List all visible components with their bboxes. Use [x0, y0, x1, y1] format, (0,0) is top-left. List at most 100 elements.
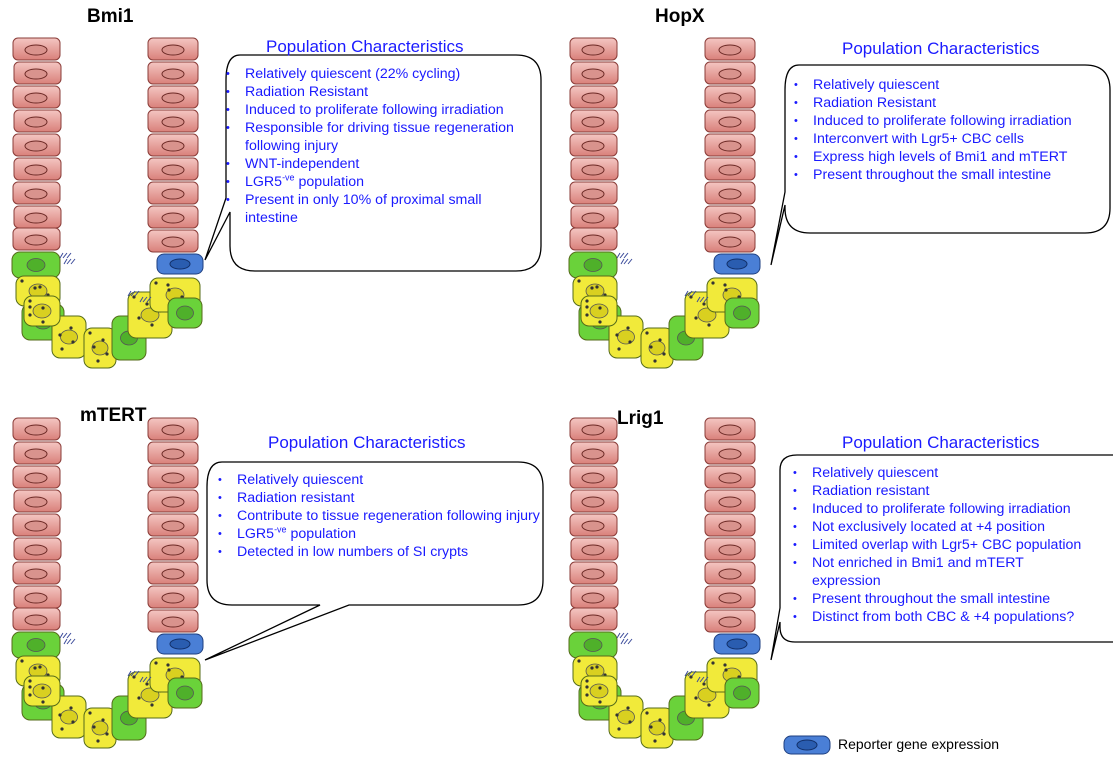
- base-cell: [12, 632, 60, 658]
- epithelial-cell: [13, 182, 60, 204]
- gene-label: Bmi1: [87, 6, 133, 28]
- base-cell: [641, 328, 673, 368]
- list-item: Radiation Resistant: [226, 83, 532, 101]
- epithelial-cell: [148, 586, 198, 608]
- list-item: WNT-independent: [226, 155, 532, 173]
- epithelial-cell: [148, 86, 198, 108]
- list-item: Radiation resistant: [218, 489, 540, 507]
- epithelial-cell: [148, 38, 198, 60]
- reporter-cell: [157, 634, 203, 654]
- list-item: Present in only 10% of proximal small in…: [226, 191, 532, 227]
- epithelial-cell: [148, 62, 198, 84]
- epithelial-cell: [148, 442, 198, 464]
- epithelial-cell: [148, 206, 198, 228]
- base-cell: [581, 676, 617, 706]
- list-item: Relatively quiescent: [794, 76, 1113, 94]
- list-item: LGR5-ve population: [218, 525, 540, 543]
- base-cell: [168, 298, 202, 328]
- epithelial-cell: [148, 466, 198, 488]
- epithelial-cell: [570, 228, 617, 250]
- list-item: Not enriched in Bmi1 and mTERT expressio…: [793, 554, 1032, 590]
- reporter-cell: [714, 254, 760, 274]
- epithelial-cell: [13, 608, 60, 630]
- epithelial-cell: [13, 418, 60, 440]
- list-item: Distinct from both CBC & +4 populations?: [793, 608, 1113, 626]
- epithelial-cell: [705, 442, 755, 464]
- list-item: Radiation Resistant: [794, 94, 1113, 112]
- epithelial-cell: [571, 206, 618, 228]
- panel-title: Population Characteristics: [268, 433, 465, 453]
- epithelial-cell: [13, 134, 60, 156]
- panel-title: Population Characteristics: [266, 37, 463, 57]
- characteristics-list: Relatively quiescent Radiation Resistant…: [794, 76, 1113, 184]
- epithelial-cell: [148, 110, 198, 132]
- list-item: Radiation resistant: [793, 482, 1113, 500]
- epithelial-cell: [705, 610, 755, 632]
- epithelial-cell: [148, 610, 198, 632]
- epithelial-cell: [705, 110, 755, 132]
- epithelial-cell: [570, 38, 617, 60]
- list-item: Relatively quiescent: [218, 471, 540, 489]
- epithelial-cell: [14, 490, 61, 512]
- epithelial-cell: [705, 134, 755, 156]
- panel-title: Population Characteristics: [842, 39, 1039, 59]
- panel-title: Population Characteristics: [842, 433, 1039, 453]
- epithelial-cell: [148, 490, 198, 512]
- epithelial-cell: [570, 86, 617, 108]
- list-item: Present throughout the small intestine: [794, 166, 1113, 184]
- epithelial-cell: [570, 514, 617, 536]
- epithelial-cell: [705, 62, 755, 84]
- epithelial-cell: [570, 562, 617, 584]
- epithelial-cell: [14, 538, 61, 560]
- characteristics-list: Relatively quiescent Radiation resistant…: [793, 464, 1113, 626]
- epithelial-cell: [571, 490, 618, 512]
- list-item: Detected in low numbers of SI crypts: [218, 543, 540, 561]
- list-item: Limited overlap with Lgr5+ CBC populatio…: [793, 536, 1113, 554]
- epithelial-cell: [571, 442, 618, 464]
- reporter-cell: [714, 634, 760, 654]
- epithelial-cell: [13, 38, 60, 60]
- epithelial-cell: [705, 538, 755, 560]
- characteristics-list: Relatively quiescent (22% cycling) Radia…: [226, 65, 532, 227]
- epithelial-cell: [705, 38, 755, 60]
- epithelial-cell: [148, 182, 198, 204]
- epithelial-cell: [705, 586, 755, 608]
- epithelial-cell: [705, 158, 755, 180]
- epithelial-cell: [570, 466, 617, 488]
- epithelial-cell: [148, 562, 198, 584]
- epithelial-cell: [148, 514, 198, 536]
- epithelial-cell: [148, 134, 198, 156]
- base-cell: [84, 328, 116, 368]
- base-cell: [24, 676, 60, 706]
- list-item: Induced to proliferate following irradia…: [794, 112, 1113, 130]
- characteristics-list: Relatively quiescent Radiation resistant…: [218, 471, 540, 561]
- gene-label: mTERT: [80, 405, 147, 427]
- epithelial-cell: [705, 206, 755, 228]
- epithelial-cell: [571, 158, 618, 180]
- epithelial-cell: [571, 538, 618, 560]
- panel-lrig1: Lrig1 Population Characteristics Relativ…: [557, 380, 1113, 759]
- list-item: Not exclusively located at +4 position: [793, 518, 1113, 536]
- epithelial-cell: [571, 586, 618, 608]
- list-item: Express high levels of Bmi1 and mTERT: [794, 148, 1113, 166]
- epithelial-cell: [705, 466, 755, 488]
- legend-label: Reporter gene expression: [838, 736, 999, 752]
- list-item: Present throughout the small intestine: [793, 590, 1113, 608]
- epithelial-cell: [148, 538, 198, 560]
- epithelial-cell: [13, 562, 60, 584]
- epithelial-cell: [14, 586, 61, 608]
- epithelial-cell: [14, 158, 61, 180]
- epithelial-cell: [14, 206, 61, 228]
- epithelial-cell: [705, 230, 755, 252]
- epithelial-cell: [14, 62, 61, 84]
- epithelial-cell: [13, 466, 60, 488]
- base-cell: [581, 296, 617, 326]
- list-item: Relatively quiescent (22% cycling): [226, 65, 532, 83]
- epithelial-cell: [705, 418, 755, 440]
- list-item: Induced to proliferate following irradia…: [793, 500, 1113, 518]
- list-item: Interconvert with Lgr5+ CBC cells: [794, 130, 1113, 148]
- epithelial-cell: [571, 62, 618, 84]
- epithelial-cell: [13, 514, 60, 536]
- reporter-cell-icon: [782, 734, 832, 756]
- epithelial-cell: [705, 514, 755, 536]
